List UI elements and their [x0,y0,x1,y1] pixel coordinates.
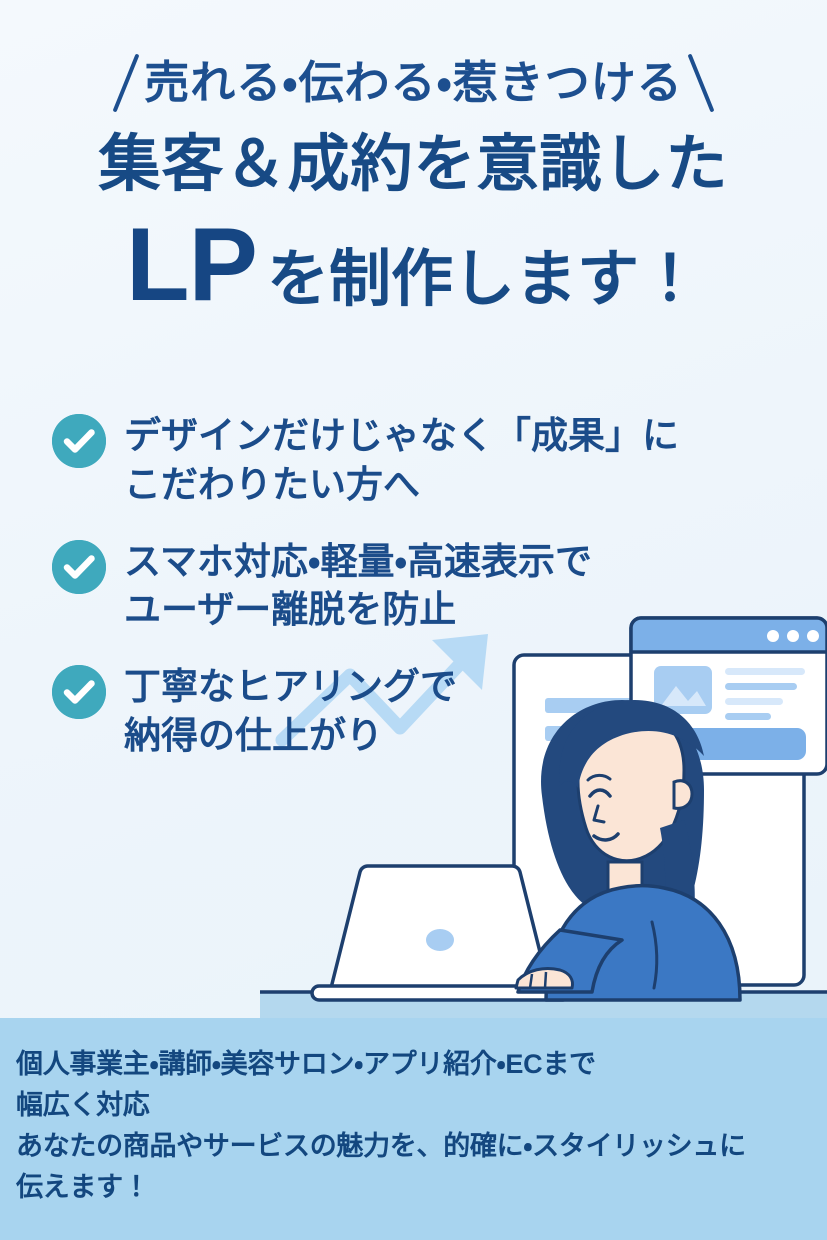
checklist-item-line-2: 納得の仕上がり [124,715,383,757]
browser-dot [787,630,799,642]
bottom-banner: 個人事業主・講師・美容サロン・アプリ紹介・ECまで 幅広く対応 あなたの商品やサ… [0,1018,827,1240]
checklist: デザインだけじゃなく「成果」に こだわりたい方へ スマホ対応・軽量・高速表示で … [52,412,752,789]
headline-line-2: 集客＆成約を意識した [98,130,729,199]
checklist-item-line-2: こだわりたい方へ [124,463,420,505]
headline-block: 売れる・伝わる・惹きつける 集客＆成約を意識した LP を制作します！ [0,52,827,321]
checklist-item: デザインだけじゃなく「成果」に こだわりたい方へ [52,412,752,510]
check-circle-icon [52,539,106,594]
slash-right-icon [687,53,715,113]
woman-figure [514,700,742,1002]
checklist-item-line-1: デザインだけじゃなく「成果」に [124,415,679,456]
lp-emphasis: LP [126,207,258,324]
checklist-item-text: スマホ対応・軽量・高速表示で ユーザー離脱を防止 [124,538,592,636]
checklist-item-line-2: ユーザー離脱を防止 [124,589,457,631]
check-circle-icon [52,414,106,468]
growth-arrow-icon [275,634,488,747]
checklist-item-line-1: スマホ対応・軽量・高速表示で [124,540,593,582]
banner-line-3: あなたの商品やサービスの魅力を、的確に・スタイリッシュに [16,1131,746,1162]
kicker-line: 売れる・伝わる・惹きつける [0,52,827,114]
headline-line-3-rest: を制作します！ [266,245,701,315]
checklist-item-text: デザインだけじゃなく「成果」に こだわりたい方へ [124,412,679,510]
banner-line-4: 伝えます！ [16,1172,150,1203]
browser-dot [767,630,779,642]
kicker-text: 売れる・伝わる・惹きつける [144,57,683,109]
laptop [310,864,572,1002]
slash-left-icon [112,53,140,113]
checklist-item-text: 丁寧なヒアリングで 納得の仕上がり [124,663,457,761]
checklist-item: 丁寧なヒアリングで 納得の仕上がり [52,663,752,761]
banner-line-1: 個人事業主・講師・美容サロン・アプリ紹介・ECまで [16,1049,596,1079]
checklist-item: スマホ対応・軽量・高速表示で ユーザー離脱を防止 [52,538,752,636]
check-circle-icon [52,665,106,720]
headline-line-3: LP を制作します！ [0,211,827,320]
browser-dot [807,630,819,642]
checklist-item-line-1: 丁寧なヒアリングで [124,666,457,708]
banner-line-2: 幅広く対応 [16,1090,150,1121]
